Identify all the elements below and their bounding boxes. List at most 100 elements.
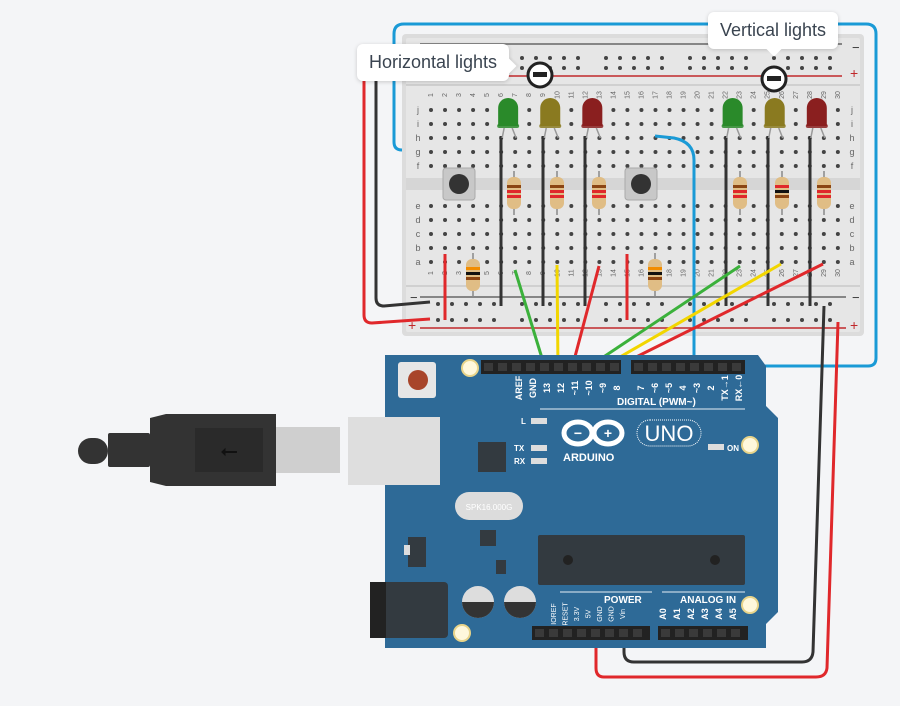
breadboard-hole[interactable] bbox=[597, 164, 602, 168]
breadboard-hole[interactable] bbox=[667, 164, 672, 168]
rail-hole[interactable] bbox=[688, 66, 692, 70]
rail-hole[interactable] bbox=[744, 318, 748, 322]
breadboard-hole[interactable] bbox=[429, 136, 433, 140]
rail-hole[interactable] bbox=[436, 318, 440, 322]
breadboard-hole[interactable] bbox=[429, 260, 433, 264]
rail-hole[interactable] bbox=[800, 56, 804, 60]
breadboard-hole[interactable] bbox=[471, 218, 476, 222]
breadboard-hole[interactable] bbox=[751, 150, 756, 154]
digital-pin[interactable] bbox=[648, 363, 657, 371]
rail-hole[interactable] bbox=[576, 302, 580, 306]
rail-hole[interactable] bbox=[772, 56, 776, 60]
breadboard-hole[interactable] bbox=[471, 122, 476, 126]
rail-hole[interactable] bbox=[520, 318, 524, 322]
breadboard-hole[interactable] bbox=[569, 232, 574, 236]
breadboard-hole[interactable] bbox=[681, 204, 686, 208]
breadboard-hole[interactable] bbox=[653, 164, 658, 168]
breadboard-hole[interactable] bbox=[569, 260, 574, 264]
rail-hole[interactable] bbox=[562, 56, 566, 60]
breadboard-hole[interactable] bbox=[639, 150, 644, 154]
breadboard-hole[interactable] bbox=[513, 260, 518, 264]
rail-hole[interactable] bbox=[548, 302, 552, 306]
breadboard-hole[interactable] bbox=[569, 164, 574, 168]
digital-pin[interactable] bbox=[554, 363, 563, 371]
breadboard-hole[interactable] bbox=[737, 246, 742, 250]
breadboard-hole[interactable] bbox=[737, 218, 742, 222]
breadboard-hole[interactable] bbox=[597, 150, 602, 154]
wire-red-5v[interactable] bbox=[594, 321, 840, 679]
breadboard-hole[interactable] bbox=[471, 164, 476, 168]
breadboard-hole[interactable] bbox=[625, 246, 630, 250]
breadboard-hole[interactable] bbox=[625, 122, 630, 126]
rail-hole[interactable] bbox=[646, 66, 650, 70]
breadboard-hole[interactable] bbox=[611, 232, 616, 236]
breadboard-hole[interactable] bbox=[709, 260, 714, 264]
rail-hole[interactable] bbox=[730, 302, 734, 306]
rail-hole[interactable] bbox=[688, 318, 692, 322]
breadboard-hole[interactable] bbox=[597, 246, 602, 250]
breadboard-hole[interactable] bbox=[751, 246, 756, 250]
rail-hole[interactable] bbox=[632, 302, 636, 306]
breadboard-hole[interactable] bbox=[751, 232, 756, 236]
rail-hole[interactable] bbox=[702, 56, 706, 60]
rail-hole[interactable] bbox=[520, 66, 524, 70]
breadboard-hole[interactable] bbox=[681, 232, 686, 236]
breadboard-hole[interactable] bbox=[709, 108, 714, 112]
breadboard-hole[interactable] bbox=[625, 204, 630, 208]
breadboard-hole[interactable] bbox=[611, 164, 616, 168]
breadboard-hole[interactable] bbox=[681, 122, 686, 126]
breadboard-hole[interactable] bbox=[611, 260, 616, 264]
rail-hole[interactable] bbox=[814, 56, 818, 60]
breadboard-hole[interactable] bbox=[709, 204, 714, 208]
breadboard-hole[interactable] bbox=[681, 246, 686, 250]
rail-hole[interactable] bbox=[478, 302, 482, 306]
rail-hole[interactable] bbox=[646, 318, 650, 322]
rail-hole[interactable] bbox=[604, 302, 608, 306]
analog-pin[interactable] bbox=[661, 629, 670, 637]
breadboard-hole[interactable] bbox=[737, 164, 742, 168]
breadboard-hole[interactable] bbox=[681, 260, 686, 264]
led-green[interactable] bbox=[497, 97, 520, 139]
breadboard-hole[interactable] bbox=[597, 260, 602, 264]
breadboard-hole[interactable] bbox=[485, 204, 490, 208]
breadboard-hole[interactable] bbox=[443, 246, 448, 250]
rail-hole[interactable] bbox=[492, 318, 496, 322]
breadboard-hole[interactable] bbox=[835, 108, 840, 112]
breadboard-hole[interactable] bbox=[429, 122, 433, 126]
breadboard-hole[interactable] bbox=[793, 260, 798, 264]
rail-hole[interactable] bbox=[800, 318, 804, 322]
breadboard-hole[interactable] bbox=[695, 260, 700, 264]
breadboard-hole[interactable] bbox=[751, 204, 756, 208]
breadboard-hole[interactable] bbox=[611, 136, 616, 140]
breadboard-hole[interactable] bbox=[709, 150, 714, 154]
breadboard-hole[interactable] bbox=[793, 108, 798, 112]
breadboard-hole[interactable] bbox=[667, 260, 672, 264]
rail-hole[interactable] bbox=[814, 66, 818, 70]
resistor[interactable] bbox=[592, 171, 606, 215]
breadboard-hole[interactable] bbox=[429, 150, 433, 154]
breadboard-hole[interactable] bbox=[681, 218, 686, 222]
breadboard-hole[interactable] bbox=[835, 232, 840, 236]
led-red[interactable] bbox=[805, 98, 828, 139]
breadboard-hole[interactable] bbox=[835, 122, 840, 126]
rail-hole[interactable] bbox=[730, 318, 734, 322]
breadboard-hole[interactable] bbox=[653, 246, 658, 250]
breadboard-hole[interactable] bbox=[443, 136, 448, 140]
breadboard-hole[interactable] bbox=[821, 246, 826, 250]
analog-pin[interactable] bbox=[717, 629, 726, 637]
breadboard-hole[interactable] bbox=[709, 136, 714, 140]
digital-pin[interactable] bbox=[690, 363, 699, 371]
led-yellow[interactable] bbox=[763, 98, 786, 139]
power-pin[interactable] bbox=[535, 629, 544, 637]
rail-hole[interactable] bbox=[646, 56, 650, 60]
breadboard-hole[interactable] bbox=[695, 164, 700, 168]
breadboard-hole[interactable] bbox=[485, 108, 490, 112]
rail-hole[interactable] bbox=[646, 302, 650, 306]
resistor[interactable] bbox=[775, 171, 789, 215]
power-pin[interactable] bbox=[549, 629, 558, 637]
rail-hole[interactable] bbox=[604, 56, 608, 60]
digital-pin[interactable] bbox=[596, 363, 605, 371]
breadboard-hole[interactable] bbox=[569, 150, 574, 154]
breadboard-hole[interactable] bbox=[793, 204, 798, 208]
